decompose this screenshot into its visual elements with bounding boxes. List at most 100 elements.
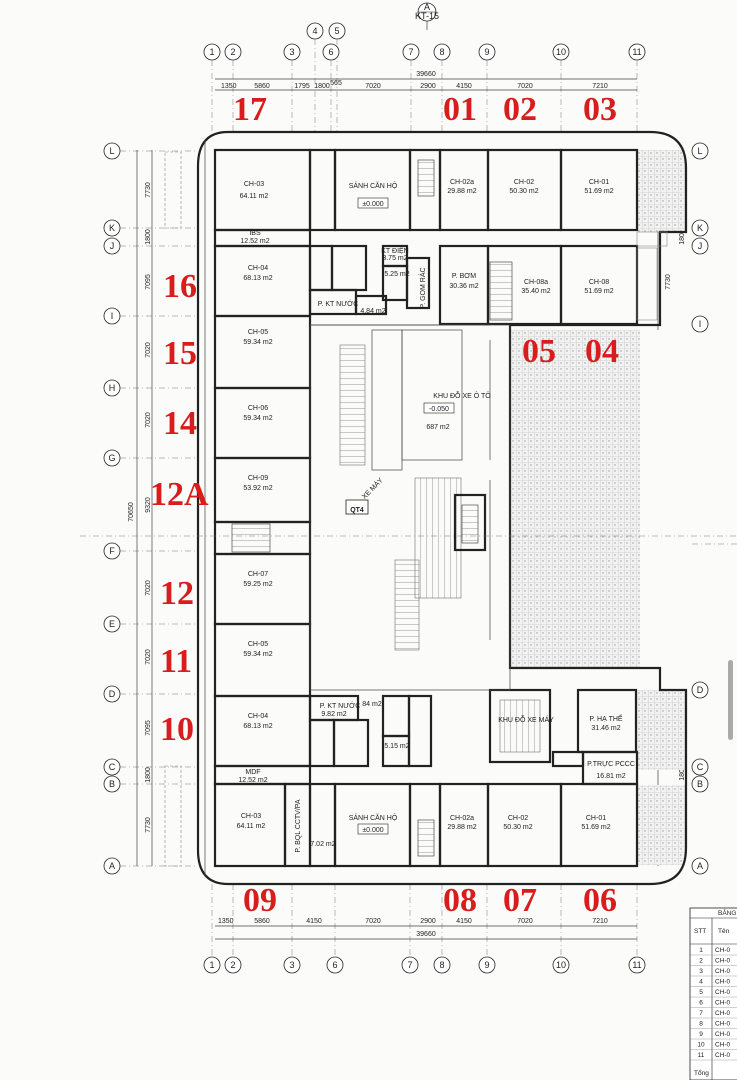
room-ch01-top-area: 51.69 m2 <box>584 188 613 195</box>
grid-col-bottom-2: 2 <box>224 956 242 974</box>
svg-text:1350: 1350 <box>221 83 237 90</box>
room-ha-the-area: 31.46 m2 <box>591 725 620 732</box>
grid-row-left-D: D <box>103 685 121 703</box>
room-ch05-bot-name: CH-05 <box>248 641 268 648</box>
grid-row-right-A: A <box>691 857 709 875</box>
svg-text:1800: 1800 <box>145 229 152 245</box>
grid-row-left-A: A <box>103 857 121 875</box>
unit-17: 17 <box>233 91 267 128</box>
svg-text:A: A <box>424 2 430 12</box>
room-ch04-top-name: CH-04 <box>248 265 268 272</box>
left-dimensions: 70650 7730 1800 7095 7020 7020 9320 7020… <box>128 150 153 866</box>
grid-col-top-2: 2 <box>224 43 242 61</box>
unit-12: 12 <box>160 575 194 612</box>
svg-text:6: 6 <box>328 47 333 57</box>
grid-row-left-L: L <box>103 142 121 160</box>
hatched-corner-bottom <box>637 690 685 770</box>
svg-text:7020: 7020 <box>145 649 152 665</box>
svg-text:10: 10 <box>556 960 566 970</box>
svg-text:39660: 39660 <box>416 71 436 78</box>
room-ch01-bot-name: CH-01 <box>586 815 606 822</box>
central-parking <box>309 324 511 691</box>
legend-row-ten: CH-0 <box>715 947 731 954</box>
svg-text:A: A <box>109 861 115 871</box>
room-ch05-top-area: 59.34 m2 <box>243 339 272 346</box>
svg-text:9320: 9320 <box>145 497 152 513</box>
svg-text:J: J <box>698 241 703 251</box>
room-ch02a-bot-area: 29.88 m2 <box>447 824 476 831</box>
unit-09: 09 <box>243 882 277 919</box>
grid-row-right-D: D <box>691 681 709 699</box>
grid-col-bottom-3: 3 <box>283 956 301 974</box>
room-525-area: 5.25 m2 <box>384 271 409 278</box>
unit-01: 01 <box>443 91 477 128</box>
room-kt-nuoc-top-name: P. KT NƯỚC <box>318 299 359 308</box>
svg-text:4150: 4150 <box>456 83 472 90</box>
legend-row-stt: 6 <box>699 1000 703 1007</box>
room-ch09-area: 53.92 m2 <box>243 485 272 492</box>
room-702-area: 7.02 m2 <box>310 841 335 848</box>
legend-row-stt: 5 <box>699 989 703 996</box>
room-bql-name: P. BQL CCTV/PA <box>295 799 302 852</box>
scrollbar-thumb[interactable] <box>728 660 733 740</box>
room-ch05-bot-area: 59.34 m2 <box>243 651 272 658</box>
svg-text:1: 1 <box>209 960 214 970</box>
svg-text:7210: 7210 <box>592 918 608 925</box>
room-truc-pccc-name: P.TRỰC PCCC <box>587 761 635 768</box>
room-labels: CH-03 64.11 m2 SẢNH CĂN HỘ ±0.000 CH-02a… <box>237 179 635 853</box>
room-sanh-bot-level: ±0.000 <box>362 827 383 834</box>
svg-text:D: D <box>697 685 704 695</box>
room-kt-dien-area: 3.75 m2 <box>382 255 407 262</box>
svg-text:7210: 7210 <box>592 83 608 90</box>
svg-text:70650: 70650 <box>128 502 135 522</box>
unit-07: 07 <box>503 882 537 919</box>
unit-06: 06 <box>583 882 617 919</box>
room-truc-pccc-area: 16.81 m2 <box>596 773 625 780</box>
svg-text:D: D <box>109 689 116 699</box>
section-marker: A KT-15 <box>415 2 439 30</box>
grid-col-bottom-11: 11 <box>628 956 646 974</box>
grid-row-left-E: E <box>103 615 121 633</box>
room-khu-oto-area: 687 m2 <box>426 424 449 431</box>
room-ch05-top-name: CH-05 <box>248 329 268 336</box>
svg-text:1: 1 <box>209 47 214 57</box>
svg-text:7730: 7730 <box>145 817 152 833</box>
room-ha-the-name: P. HẠ THẾ <box>589 713 623 723</box>
ramp-label: QT4 <box>350 507 364 514</box>
room-kt-nuoc-bot-name: P. KT NƯỚC <box>320 701 361 710</box>
room-ibs-name: IBS <box>249 230 261 237</box>
grid-row-left-C: C <box>103 758 121 776</box>
room-mdf-area: 12.52 m2 <box>238 777 267 784</box>
svg-text:4150: 4150 <box>456 918 472 925</box>
legend-row-stt: 7 <box>699 1010 703 1017</box>
legend-footer: Tổng <box>694 1069 709 1077</box>
room-sanh-top-name: SẢNH CĂN HỘ <box>349 181 398 190</box>
room-ch02a-top-name: CH-02a <box>450 179 474 186</box>
svg-text:I: I <box>111 311 114 321</box>
room-ch03-top-area: 64.11 m2 <box>240 193 269 200</box>
grid-col-top-10: 10 <box>552 43 570 61</box>
grid-col-bottom-9: 9 <box>478 956 496 974</box>
legend-col-stt: STT <box>694 928 706 935</box>
legend-row-ten: CH-0 <box>715 1010 731 1017</box>
svg-text:3: 3 <box>289 960 294 970</box>
legend-row-stt: 10 <box>697 1042 705 1049</box>
unit-03: 03 <box>583 91 617 128</box>
room-khu-oto-level: -0.050 <box>429 406 449 413</box>
grid-row-left-J: J <box>103 237 121 255</box>
unit-05: 05 <box>522 333 556 370</box>
legend-row-ten: CH-0 <box>715 1042 731 1049</box>
room-ch06-area: 59.34 m2 <box>243 415 272 422</box>
room-ch02a-top-area: 29.88 m2 <box>447 188 476 195</box>
legend-header: BẢNG <box>718 908 736 917</box>
svg-text:9: 9 <box>484 47 489 57</box>
legend-row-stt: 8 <box>699 1021 703 1028</box>
legend-row-stt: 9 <box>699 1031 703 1038</box>
grid-col-top-11: 11 <box>628 43 646 61</box>
unit-16: 16 <box>163 268 197 305</box>
svg-text:1795: 1795 <box>294 83 310 90</box>
